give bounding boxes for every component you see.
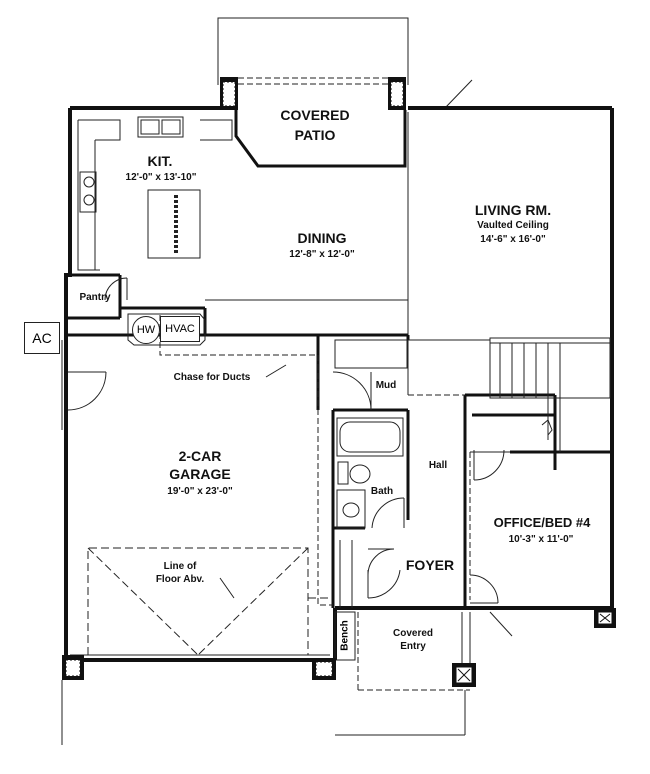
office-dims: 10'-3" x 11'-0" [508, 534, 574, 545]
hvac-unit: HVAC [160, 316, 200, 342]
roof-line-se [489, 611, 513, 637]
garage-line2: GARAGE [169, 466, 231, 482]
foyer-name: FOYER [405, 557, 455, 573]
roof-line-ne [444, 79, 473, 109]
floor-above-label: Line of Floor Abv. [140, 560, 220, 586]
chase-label: Chase for Ducts [173, 372, 251, 383]
covered-patio-label: COVERED PATIO [270, 105, 360, 145]
dining-name: DINING [297, 230, 347, 246]
hall-name: Hall [428, 460, 448, 471]
kitchen-name: KIT. [147, 153, 173, 169]
garage-line1: 2-CAR [178, 448, 222, 464]
covered-entry-line1: Covered [392, 628, 433, 639]
living-name: LIVING RM. [474, 202, 552, 218]
covered-patio-line1: COVERED [280, 107, 350, 123]
bath-name: Bath [370, 486, 394, 497]
mechanical-closet [127, 313, 206, 346]
bath-vanity [336, 489, 366, 529]
covered-entry-line2: Entry [400, 641, 426, 652]
covered-patio-line2: PATIO [294, 127, 336, 143]
kitchen-island [147, 189, 201, 259]
stairs [489, 337, 611, 399]
living-note: Vaulted Ceiling [477, 220, 549, 231]
garage-label: 2-CAR GARAGE [150, 447, 250, 483]
toilet [337, 461, 349, 485]
dining-dims: 12'-8" x 12'-0" [289, 249, 355, 260]
pantry-name: Pantry [79, 292, 111, 303]
kitchen-dims: 12'-0" x 13'-10" [125, 172, 197, 183]
interior-walls [66, 273, 612, 608]
floor-above-line2: Floor Abv. [155, 574, 205, 585]
kitchen-counter [77, 120, 100, 271]
water-heater: HW [132, 316, 160, 344]
kitchen-sink [137, 116, 184, 138]
ac-unit: AC [24, 322, 60, 354]
columns [62, 77, 616, 687]
stove [79, 171, 97, 213]
floor-above-line [87, 547, 309, 655]
patio-notch-wall [234, 110, 407, 168]
covered-entry-label: Covered Entry [370, 627, 456, 653]
floor-above-line1: Line of [163, 561, 197, 572]
bathtub [336, 417, 404, 457]
door-swings [67, 277, 505, 604]
patio-roof-outline [217, 17, 409, 85]
office-name: OFFICE/BED #4 [493, 515, 591, 530]
bench-label: Bench [339, 620, 351, 651]
living-dims: 14'-6" x 16'-0" [480, 234, 546, 245]
garage-dims: 19'-0" x 23'-0" [167, 486, 233, 497]
mud-name: Mud [375, 380, 397, 391]
